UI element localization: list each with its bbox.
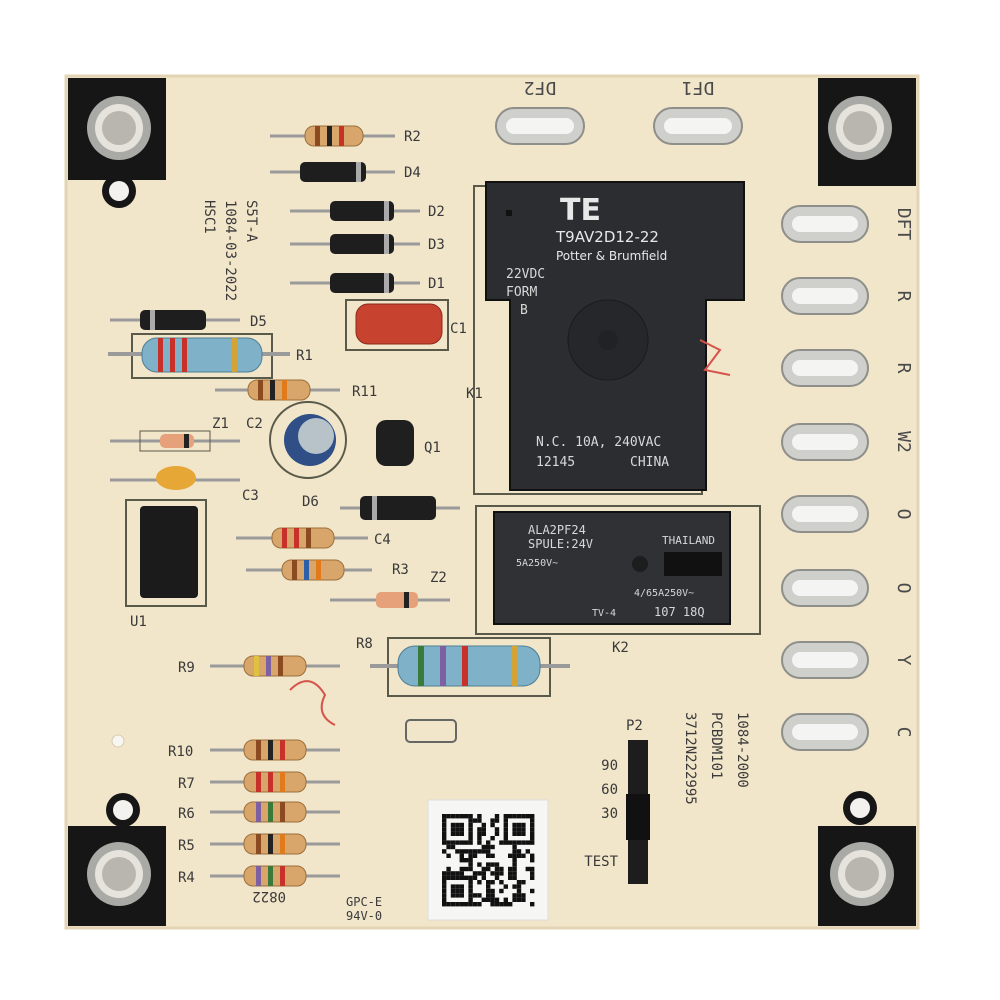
label-d2: D2 bbox=[428, 204, 445, 220]
relay-k2-origin: THAILAND bbox=[662, 534, 715, 547]
board-id-text: HSC1 1084-03-2022 S5T-A bbox=[201, 200, 259, 301]
terminal-o1: O bbox=[781, 495, 914, 533]
label-c3: C3 bbox=[242, 488, 259, 504]
relay-k2: ALA2PF24 SPULE:24V THAILAND 5A250V~ 4/65… bbox=[475, 505, 761, 635]
label-r4: R4 bbox=[178, 870, 195, 886]
relay-k2-rating2: 4/65A250V~ bbox=[634, 588, 694, 599]
label-r11: R11 bbox=[352, 384, 377, 400]
label-r6: R6 bbox=[178, 806, 195, 822]
label-k2: K2 bbox=[612, 640, 629, 656]
terminal-label-o2: O bbox=[893, 583, 914, 594]
header-p2-label: P2 bbox=[626, 718, 643, 734]
terminal-label-dft: DFT bbox=[893, 208, 914, 241]
board-text-rev: S5T-A bbox=[243, 200, 259, 243]
right-terminals: DFT R R W2 O O Y C bbox=[781, 205, 914, 751]
part-number-3: 3712N222995 bbox=[682, 712, 698, 805]
label-c4: C4 bbox=[374, 532, 391, 548]
label-d6: D6 bbox=[302, 494, 319, 510]
relay-k2-code: 107 18Q bbox=[654, 605, 705, 619]
terminal-df2: DF2 bbox=[495, 77, 585, 145]
part-number-1: 1084-2000 bbox=[734, 712, 750, 788]
relay-k2-model: ALA2PF24 bbox=[528, 523, 586, 537]
label-r10: R10 bbox=[168, 744, 193, 760]
part-number-2: PCBDM101 bbox=[708, 712, 724, 779]
terminal-c: C bbox=[781, 713, 914, 751]
terminal-y: Y bbox=[781, 641, 914, 679]
label-z2: Z2 bbox=[430, 570, 447, 586]
terminal-w2: W2 bbox=[781, 423, 914, 461]
top-components bbox=[108, 125, 570, 887]
relay-k1-form: FORM bbox=[506, 285, 537, 300]
terminal-label-o1: O bbox=[893, 509, 914, 520]
mount-hole-top-right bbox=[818, 78, 916, 186]
label-u1: U1 bbox=[130, 614, 147, 630]
header-option-60: 60 bbox=[601, 782, 618, 798]
terminal-r1: R bbox=[781, 277, 914, 315]
bottom-note-2: 94V-0 bbox=[346, 909, 382, 923]
mounting-holes bbox=[68, 78, 916, 926]
label-r5: R5 bbox=[178, 838, 195, 854]
relay-k2-tv: TV-4 bbox=[592, 608, 616, 619]
label-d5: D5 bbox=[250, 314, 267, 330]
relay-k2-rating1: 5A250V~ bbox=[516, 558, 558, 569]
relay-k2-spule: SPULE:24V bbox=[528, 537, 593, 551]
relay-k1-rating: N.C. 10A, 240VAC bbox=[536, 435, 661, 450]
terminal-label-c: C bbox=[893, 727, 914, 738]
relay-k1: TE T9AV2D12-22 Potter & Brumfield 22VDC … bbox=[473, 181, 745, 495]
terminal-label-r2: R bbox=[893, 363, 914, 374]
label-c1: C1 bbox=[450, 321, 467, 337]
label-r9: R9 bbox=[178, 660, 195, 676]
relay-k1-voltage: 22VDC bbox=[506, 267, 545, 282]
terminal-label-r1: R bbox=[893, 291, 914, 302]
handwritten-marks bbox=[289, 339, 731, 726]
terminal-dft: DFT bbox=[781, 205, 914, 243]
label-z1: Z1 bbox=[212, 416, 229, 432]
label-r3: R3 bbox=[392, 562, 409, 578]
relay-k1-form-b: B bbox=[520, 303, 528, 318]
component-designators: R2 D4 D2 D3 D1 D5 R1 C1 R11 Z1 C2 Q1 C3 … bbox=[130, 129, 629, 886]
bottom-code: 0822 bbox=[252, 888, 286, 904]
terminal-r2: R bbox=[781, 349, 914, 387]
label-d4: D4 bbox=[404, 165, 421, 181]
bottom-markings: 0822 GPC-E 94V-0 bbox=[252, 719, 457, 923]
label-r8: R8 bbox=[356, 636, 373, 652]
terminal-label-df1: DF1 bbox=[682, 77, 715, 98]
header-option-test: TEST bbox=[584, 854, 618, 870]
header-option-30: 30 bbox=[601, 806, 618, 822]
header-p2: P2 90 60 30 TEST bbox=[584, 718, 650, 884]
mount-hole-bottom-right bbox=[818, 791, 916, 926]
mount-hole-top-left bbox=[68, 78, 166, 208]
label-q1: Q1 bbox=[424, 440, 441, 456]
label-d1: D1 bbox=[428, 276, 445, 292]
terminal-label-y: Y bbox=[893, 655, 914, 666]
board-text-hsc1: HSC1 bbox=[201, 200, 217, 234]
label-r1: R1 bbox=[296, 348, 313, 364]
bottom-note-1: GPC-E bbox=[346, 895, 382, 909]
board-part-text: 1084-2000 PCBDM101 3712N222995 bbox=[682, 712, 750, 805]
relay-k1-origin: CHINA bbox=[630, 455, 669, 470]
relay-k1-model: T9AV2D12-22 bbox=[555, 228, 659, 246]
qr-code-label bbox=[427, 799, 549, 921]
relay-k1-brand: TE bbox=[560, 193, 601, 228]
ul-mark-icon bbox=[405, 719, 457, 743]
terminal-df1: DF1 bbox=[653, 77, 743, 145]
top-terminals: DF2 DF1 bbox=[495, 77, 743, 145]
header-option-90: 90 bbox=[601, 758, 618, 774]
relay-k1-code: 12145 bbox=[536, 455, 575, 470]
mount-hole-bottom-left bbox=[68, 793, 166, 926]
label-d3: D3 bbox=[428, 237, 445, 253]
label-r7: R7 bbox=[178, 776, 195, 792]
label-r2: R2 bbox=[404, 129, 421, 145]
terminal-label-w2: W2 bbox=[893, 431, 914, 453]
board-text-date: 1084-03-2022 bbox=[222, 200, 238, 301]
relay-k1-maker: Potter & Brumfield bbox=[556, 249, 667, 263]
label-c2: C2 bbox=[246, 416, 263, 432]
terminal-o2: O bbox=[781, 569, 914, 607]
terminal-label-df2: DF2 bbox=[524, 77, 557, 98]
